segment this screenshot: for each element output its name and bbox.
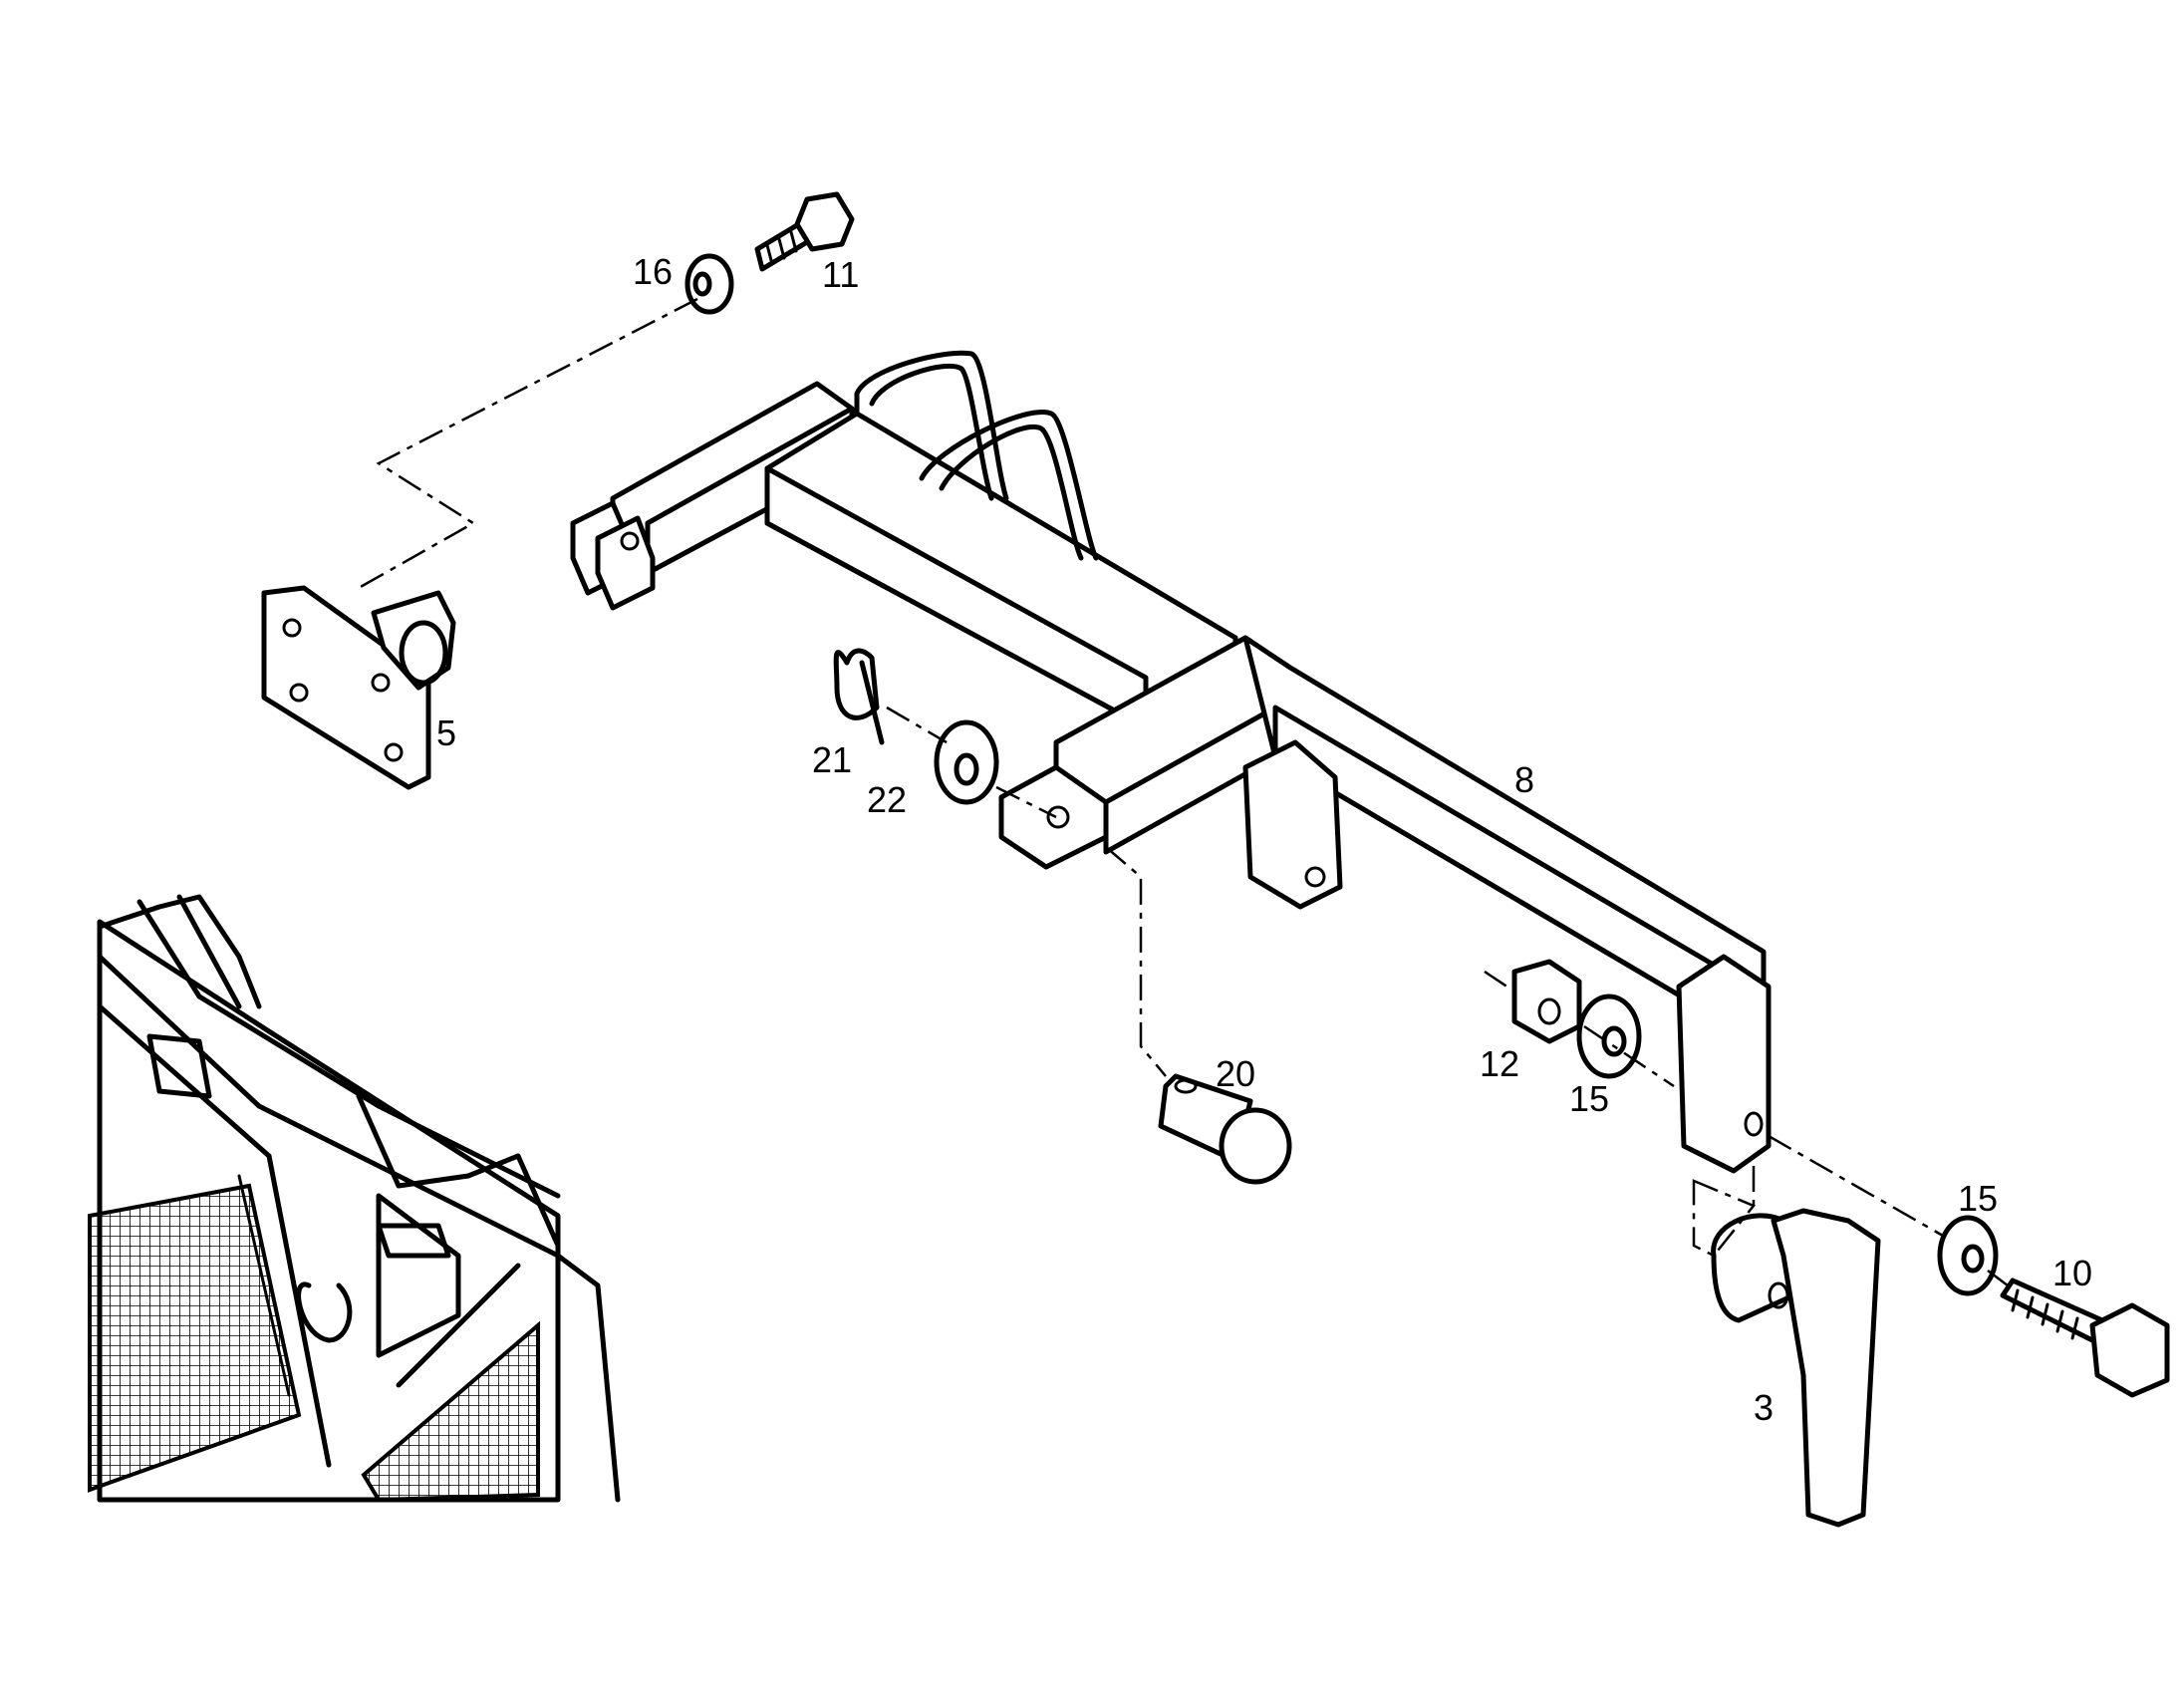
callout-15-upper: 15 [1569,1078,1609,1119]
bracket-part-5 [261,585,456,790]
callout-15-lower: 15 [1958,1178,1998,1219]
arm-part-3 [1711,1208,1881,1528]
washer-part-16 [684,253,734,315]
callout-12: 12 [1480,1043,1519,1084]
bolt-part-11 [754,191,855,272]
callout-10: 10 [2052,1253,2092,1293]
nut-part-12 [1511,959,1582,1044]
callout-20: 20 [1216,1053,1255,1094]
callout-8: 8 [1514,759,1534,800]
callout-22: 22 [867,779,907,820]
callout-21: 21 [812,739,852,780]
bolt-part-10 [2000,1278,2170,1398]
callout-labels: 16 11 5 8 21 22 20 12 15 15 10 3 [436,251,2092,1428]
callout-5: 5 [436,712,456,753]
assembly-lines [358,297,2009,1286]
lynch-pin-part-21 [833,648,885,745]
pin-part-20 [1158,1073,1292,1185]
machine-rear-illustration [88,894,621,1503]
main-frame-part-8 [570,350,1772,1174]
callout-11: 11 [822,254,859,295]
washer-part-22 [934,719,999,805]
callout-3: 3 [1754,1387,1774,1428]
washer-part-15-upper [1576,994,1642,1079]
washer-part-15-lower [1937,1215,1999,1296]
callout-16: 16 [633,251,673,292]
